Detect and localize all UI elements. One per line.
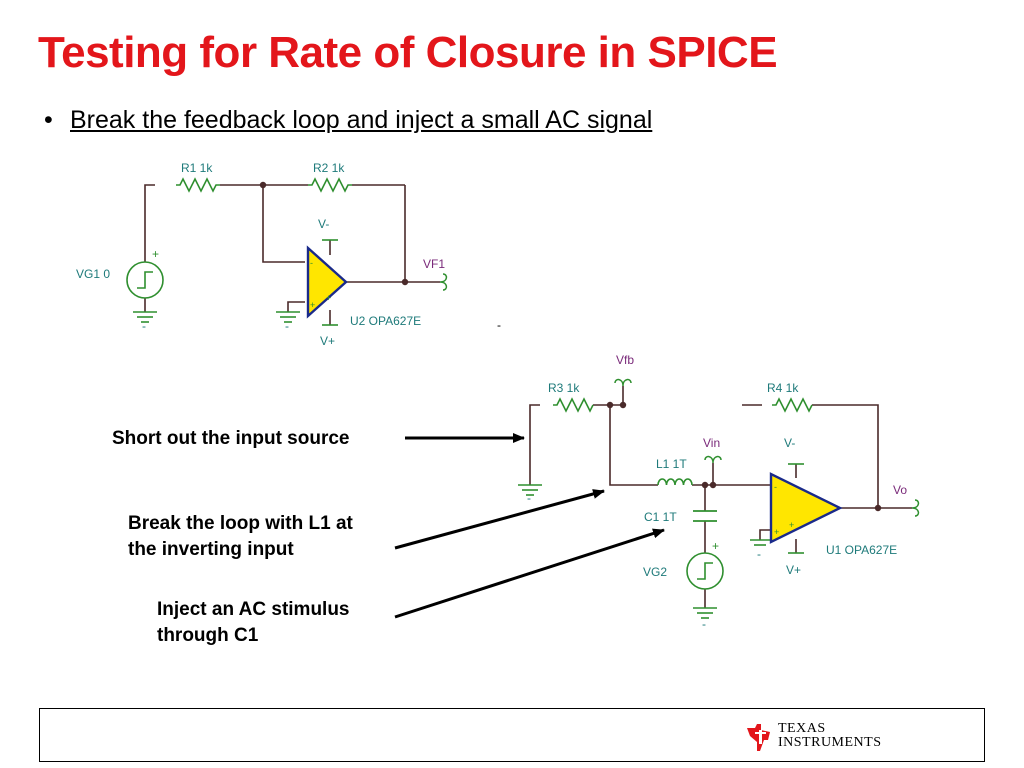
annotation-short: Short out the input source [112,426,350,452]
annotation-short-text: Short out the input source [112,428,350,449]
annotation-inject: Inject an AC stimulus through C1 [157,597,350,649]
ground-minus-label: - [527,491,531,505]
opamp-label: U1 OPA627E [826,543,897,557]
ground-minus-label: - [142,319,146,333]
r3-resistor-icon [553,397,594,413]
r2-label: R2 1k [313,161,345,175]
stray-dash-mark: - [497,318,501,332]
r2-resistor-icon [308,177,352,193]
break-arrow [394,489,605,550]
vo-output-icon [911,499,920,517]
top-junctions [259,181,409,286]
bullet-text: Break the feedback loop and inject a sma… [70,106,653,134]
ground-icon [750,539,770,546]
ground-icon [518,484,542,496]
logo-line1: Texas [778,721,826,736]
bottom-wires [529,386,912,608]
annotation-inject-line2: through C1 [157,625,259,646]
bottom-circuit: R3 1k R4 1k L1 1T C1 1T VG2 Vfb Vin Vo V… [518,353,920,631]
vminus-label: V- [318,217,329,231]
inject-arrow [394,528,665,619]
opamp-label: U2 OPA627E [350,314,421,328]
vg2-source-icon [686,552,724,590]
opamp-noninv-pin: + [310,300,315,310]
l1-inductor-icon [657,478,693,486]
ti-logo-icon [747,724,770,751]
opamp-inv-pin: - [774,482,777,492]
bullet-item: • Break the feedback loop and inject a sm… [44,106,652,135]
source-plus-label: + [712,539,719,553]
ground-minus-label: - [285,319,289,333]
source-plus-label: + [152,247,159,261]
vfb-label: Vfb [616,353,634,367]
r1-label: R1 1k [181,161,213,175]
c1-capacitor-icon [693,510,717,522]
output-label: VF1 [423,257,445,271]
r1-resistor-icon [176,177,220,193]
bullet-dot-icon: • [44,106,53,134]
source-label: VG2 [643,565,667,579]
annotation-break: Break the loop with L1 at the inverting … [128,511,353,563]
c1-label: C1 1T [644,510,677,524]
opamp-u2-icon [306,245,348,319]
footer-bar [39,708,985,762]
ground-icon [693,607,717,619]
ground-icon [133,311,157,323]
ground-minus-label: - [702,617,706,631]
r4-label: R4 1k [767,381,799,395]
vplus-label: V+ [786,563,801,577]
opamp-u1-icon [769,472,843,544]
annotation-break-line1: Break the loop with L1 at [128,513,353,534]
vf1-output-icon [439,273,448,291]
vg1-source-icon [126,261,164,299]
ground-minus-label: - [757,547,761,561]
opamp-supply-pin: + [326,293,331,303]
vfb-probe-icon [614,378,632,387]
source-label: VG1 0 [76,267,110,281]
l1-label: L1 1T [656,457,687,471]
annotation-arrows [394,433,665,619]
vin-label: Vin [703,436,720,450]
ground-icon [276,311,300,323]
annotation-inject-line1: Inject an AC stimulus [157,599,350,620]
ti-logo-wordmark: Texas Instruments [778,722,882,750]
top-wires [144,184,440,325]
bottom-junctions [606,401,882,512]
top-circuit: R1 1k R2 1k V- V+ U2 OPA627E VG1 0 VF1 +… [76,161,501,348]
annotation-break-line2: the inverting input [128,539,294,560]
vin-probe-icon [704,455,722,464]
opamp-supply-pin: + [789,520,794,530]
r3-label: R3 1k [548,381,580,395]
opamp-noninv-pin: + [774,527,779,537]
vplus-label: V+ [320,334,335,348]
vminus-label: V- [784,436,795,450]
opamp-inv-pin: - [310,258,313,268]
logo-line2: Instruments [778,735,882,750]
vo-label: Vo [893,483,907,497]
r4-resistor-icon [772,397,813,413]
slide-title: Testing for Rate of Closure in SPICE [38,28,778,77]
schematic-diagram: R1 1k R2 1k V- V+ U2 OPA627E VG1 0 VF1 +… [76,161,920,631]
